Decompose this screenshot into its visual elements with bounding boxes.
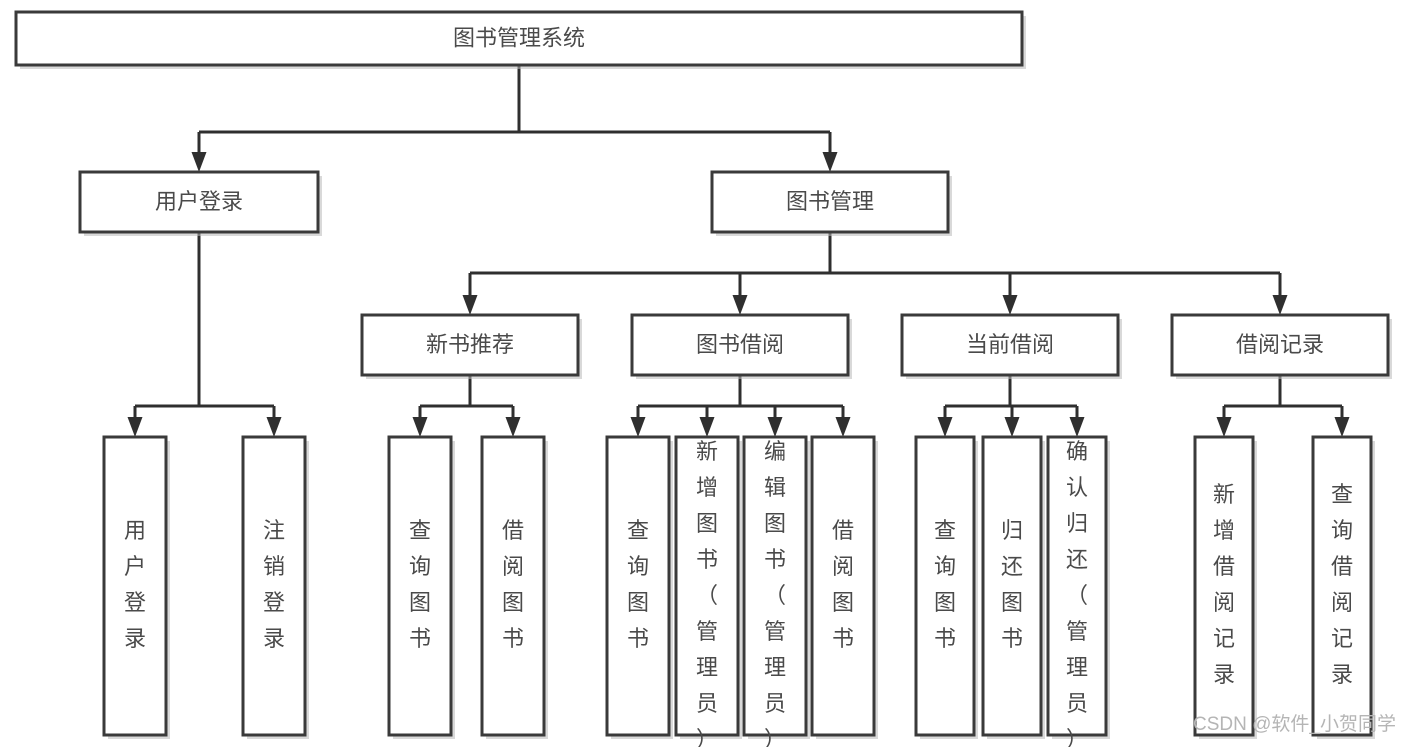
node-leaf-query-record[interactable]: 查询借阅记录 bbox=[1311, 435, 1375, 739]
arrowhead-borrow-record bbox=[1272, 295, 1288, 315]
node-user-login[interactable]: 用户登录 bbox=[78, 170, 322, 236]
node-label-leaf-add-record: 新增借阅记录 bbox=[1213, 482, 1235, 687]
node-box-book-manage[interactable] bbox=[710, 170, 950, 234]
node-label-leaf-add-book: 新增图书（管理员） bbox=[696, 439, 718, 747]
arrowhead-leaf-query-record bbox=[1334, 417, 1350, 437]
node-label-leaf-user-login: 用户登录 bbox=[124, 518, 146, 651]
arrowhead-user-login bbox=[191, 152, 207, 172]
node-root[interactable]: 图书管理系统 bbox=[14, 10, 1026, 69]
node-box-leaf-query-book-3[interactable] bbox=[914, 435, 976, 737]
node-box-leaf-user-login[interactable] bbox=[102, 435, 168, 737]
arrowhead-leaf-edit-book bbox=[767, 417, 783, 437]
node-box-leaf-borrow-book-1[interactable] bbox=[480, 435, 546, 737]
node-label-leaf-query-book-3: 查询图书 bbox=[934, 518, 956, 651]
arrowhead-leaf-borrow-book-2 bbox=[835, 417, 851, 437]
node-label-leaf-query-record: 查询借阅记录 bbox=[1331, 482, 1353, 687]
node-borrow-record[interactable]: 借阅记录 bbox=[1170, 313, 1392, 379]
arrowhead-new-book-rec bbox=[462, 295, 478, 315]
node-leaf-query-book-3[interactable]: 查询图书 bbox=[914, 435, 978, 739]
arrowhead-leaf-add-book bbox=[699, 417, 715, 437]
node-book-manage[interactable]: 图书管理 bbox=[710, 170, 952, 236]
node-leaf-edit-book[interactable]: 编辑图书（管理员） bbox=[742, 435, 810, 747]
node-label-root: 图书管理系统 bbox=[453, 25, 585, 50]
node-label-user-login: 用户登录 bbox=[155, 189, 243, 214]
connectors-layer bbox=[127, 65, 1350, 437]
node-label-leaf-borrow-book-1: 借阅图书 bbox=[502, 518, 524, 651]
node-label-leaf-query-book-2: 查询图书 bbox=[627, 518, 649, 651]
node-box-leaf-add-book[interactable] bbox=[674, 435, 740, 737]
node-leaf-user-logout[interactable]: 注销登录 bbox=[241, 435, 309, 739]
node-leaf-borrow-book-1[interactable]: 借阅图书 bbox=[480, 435, 548, 739]
node-label-book-borrow: 图书借阅 bbox=[696, 332, 784, 357]
arrowhead-leaf-query-book-3 bbox=[937, 417, 953, 437]
node-leaf-user-login[interactable]: 用户登录 bbox=[102, 435, 170, 739]
node-box-leaf-confirm-return[interactable] bbox=[1046, 435, 1108, 737]
node-box-current-borrow[interactable] bbox=[900, 313, 1120, 377]
node-box-leaf-edit-book[interactable] bbox=[742, 435, 808, 737]
node-box-leaf-user-logout[interactable] bbox=[241, 435, 307, 737]
arrowhead-leaf-confirm-return bbox=[1069, 417, 1085, 437]
arrowhead-leaf-user-logout bbox=[266, 417, 282, 437]
node-label-leaf-borrow-book-2: 借阅图书 bbox=[832, 518, 854, 651]
node-box-root[interactable] bbox=[14, 10, 1024, 67]
node-leaf-confirm-return[interactable]: 确认归还（管理员） bbox=[1046, 435, 1110, 747]
arrowhead-leaf-return-book bbox=[1004, 417, 1020, 437]
node-box-leaf-query-book-2[interactable] bbox=[605, 435, 671, 737]
arrowhead-leaf-query-book-1 bbox=[412, 417, 428, 437]
node-leaf-return-book[interactable]: 归还图书 bbox=[981, 435, 1045, 739]
arrowhead-current-borrow bbox=[1002, 295, 1018, 315]
node-label-current-borrow: 当前借阅 bbox=[966, 332, 1054, 357]
node-box-book-borrow[interactable] bbox=[630, 313, 850, 377]
node-new-book-rec[interactable]: 新书推荐 bbox=[360, 313, 582, 379]
csdn-watermark: CSDN @软件_小贺同学 bbox=[1193, 713, 1396, 735]
node-book-borrow[interactable]: 图书借阅 bbox=[630, 313, 852, 379]
node-current-borrow[interactable]: 当前借阅 bbox=[900, 313, 1122, 379]
node-label-new-book-rec: 新书推荐 bbox=[426, 332, 514, 357]
node-label-leaf-confirm-return: 确认归还（管理员） bbox=[1066, 439, 1088, 747]
node-box-borrow-record[interactable] bbox=[1170, 313, 1390, 377]
node-label-leaf-return-book: 归还图书 bbox=[1001, 518, 1023, 651]
arrowhead-leaf-query-book-2 bbox=[630, 417, 646, 437]
node-leaf-add-record[interactable]: 新增借阅记录 bbox=[1193, 435, 1257, 739]
node-leaf-borrow-book-2[interactable]: 借阅图书 bbox=[810, 435, 878, 739]
node-box-leaf-add-record[interactable] bbox=[1193, 435, 1255, 737]
arrowhead-leaf-borrow-book-1 bbox=[505, 417, 521, 437]
arrowhead-leaf-user-login bbox=[127, 417, 143, 437]
node-label-leaf-edit-book: 编辑图书（管理员） bbox=[764, 439, 786, 747]
nodes-layer: 图书管理系统用户登录图书管理新书推荐图书借阅当前借阅借阅记录用户登录注销登录查询… bbox=[14, 10, 1392, 747]
node-label-book-manage: 图书管理 bbox=[786, 189, 874, 214]
node-box-new-book-rec[interactable] bbox=[360, 313, 580, 377]
node-label-leaf-query-book-1: 查询图书 bbox=[409, 518, 431, 651]
node-box-leaf-query-record[interactable] bbox=[1311, 435, 1373, 737]
arrowhead-book-borrow bbox=[732, 295, 748, 315]
arrowhead-leaf-add-record bbox=[1216, 417, 1232, 437]
node-box-leaf-query-book-1[interactable] bbox=[387, 435, 453, 737]
node-leaf-add-book[interactable]: 新增图书（管理员） bbox=[674, 435, 742, 747]
node-leaf-query-book-2[interactable]: 查询图书 bbox=[605, 435, 673, 739]
node-box-leaf-return-book[interactable] bbox=[981, 435, 1043, 737]
node-box-leaf-borrow-book-2[interactable] bbox=[810, 435, 876, 737]
node-label-borrow-record: 借阅记录 bbox=[1236, 332, 1324, 357]
arrowhead-book-manage bbox=[822, 152, 838, 172]
node-leaf-query-book-1[interactable]: 查询图书 bbox=[387, 435, 455, 739]
node-label-leaf-user-logout: 注销登录 bbox=[263, 518, 285, 651]
node-box-user-login[interactable] bbox=[78, 170, 320, 234]
